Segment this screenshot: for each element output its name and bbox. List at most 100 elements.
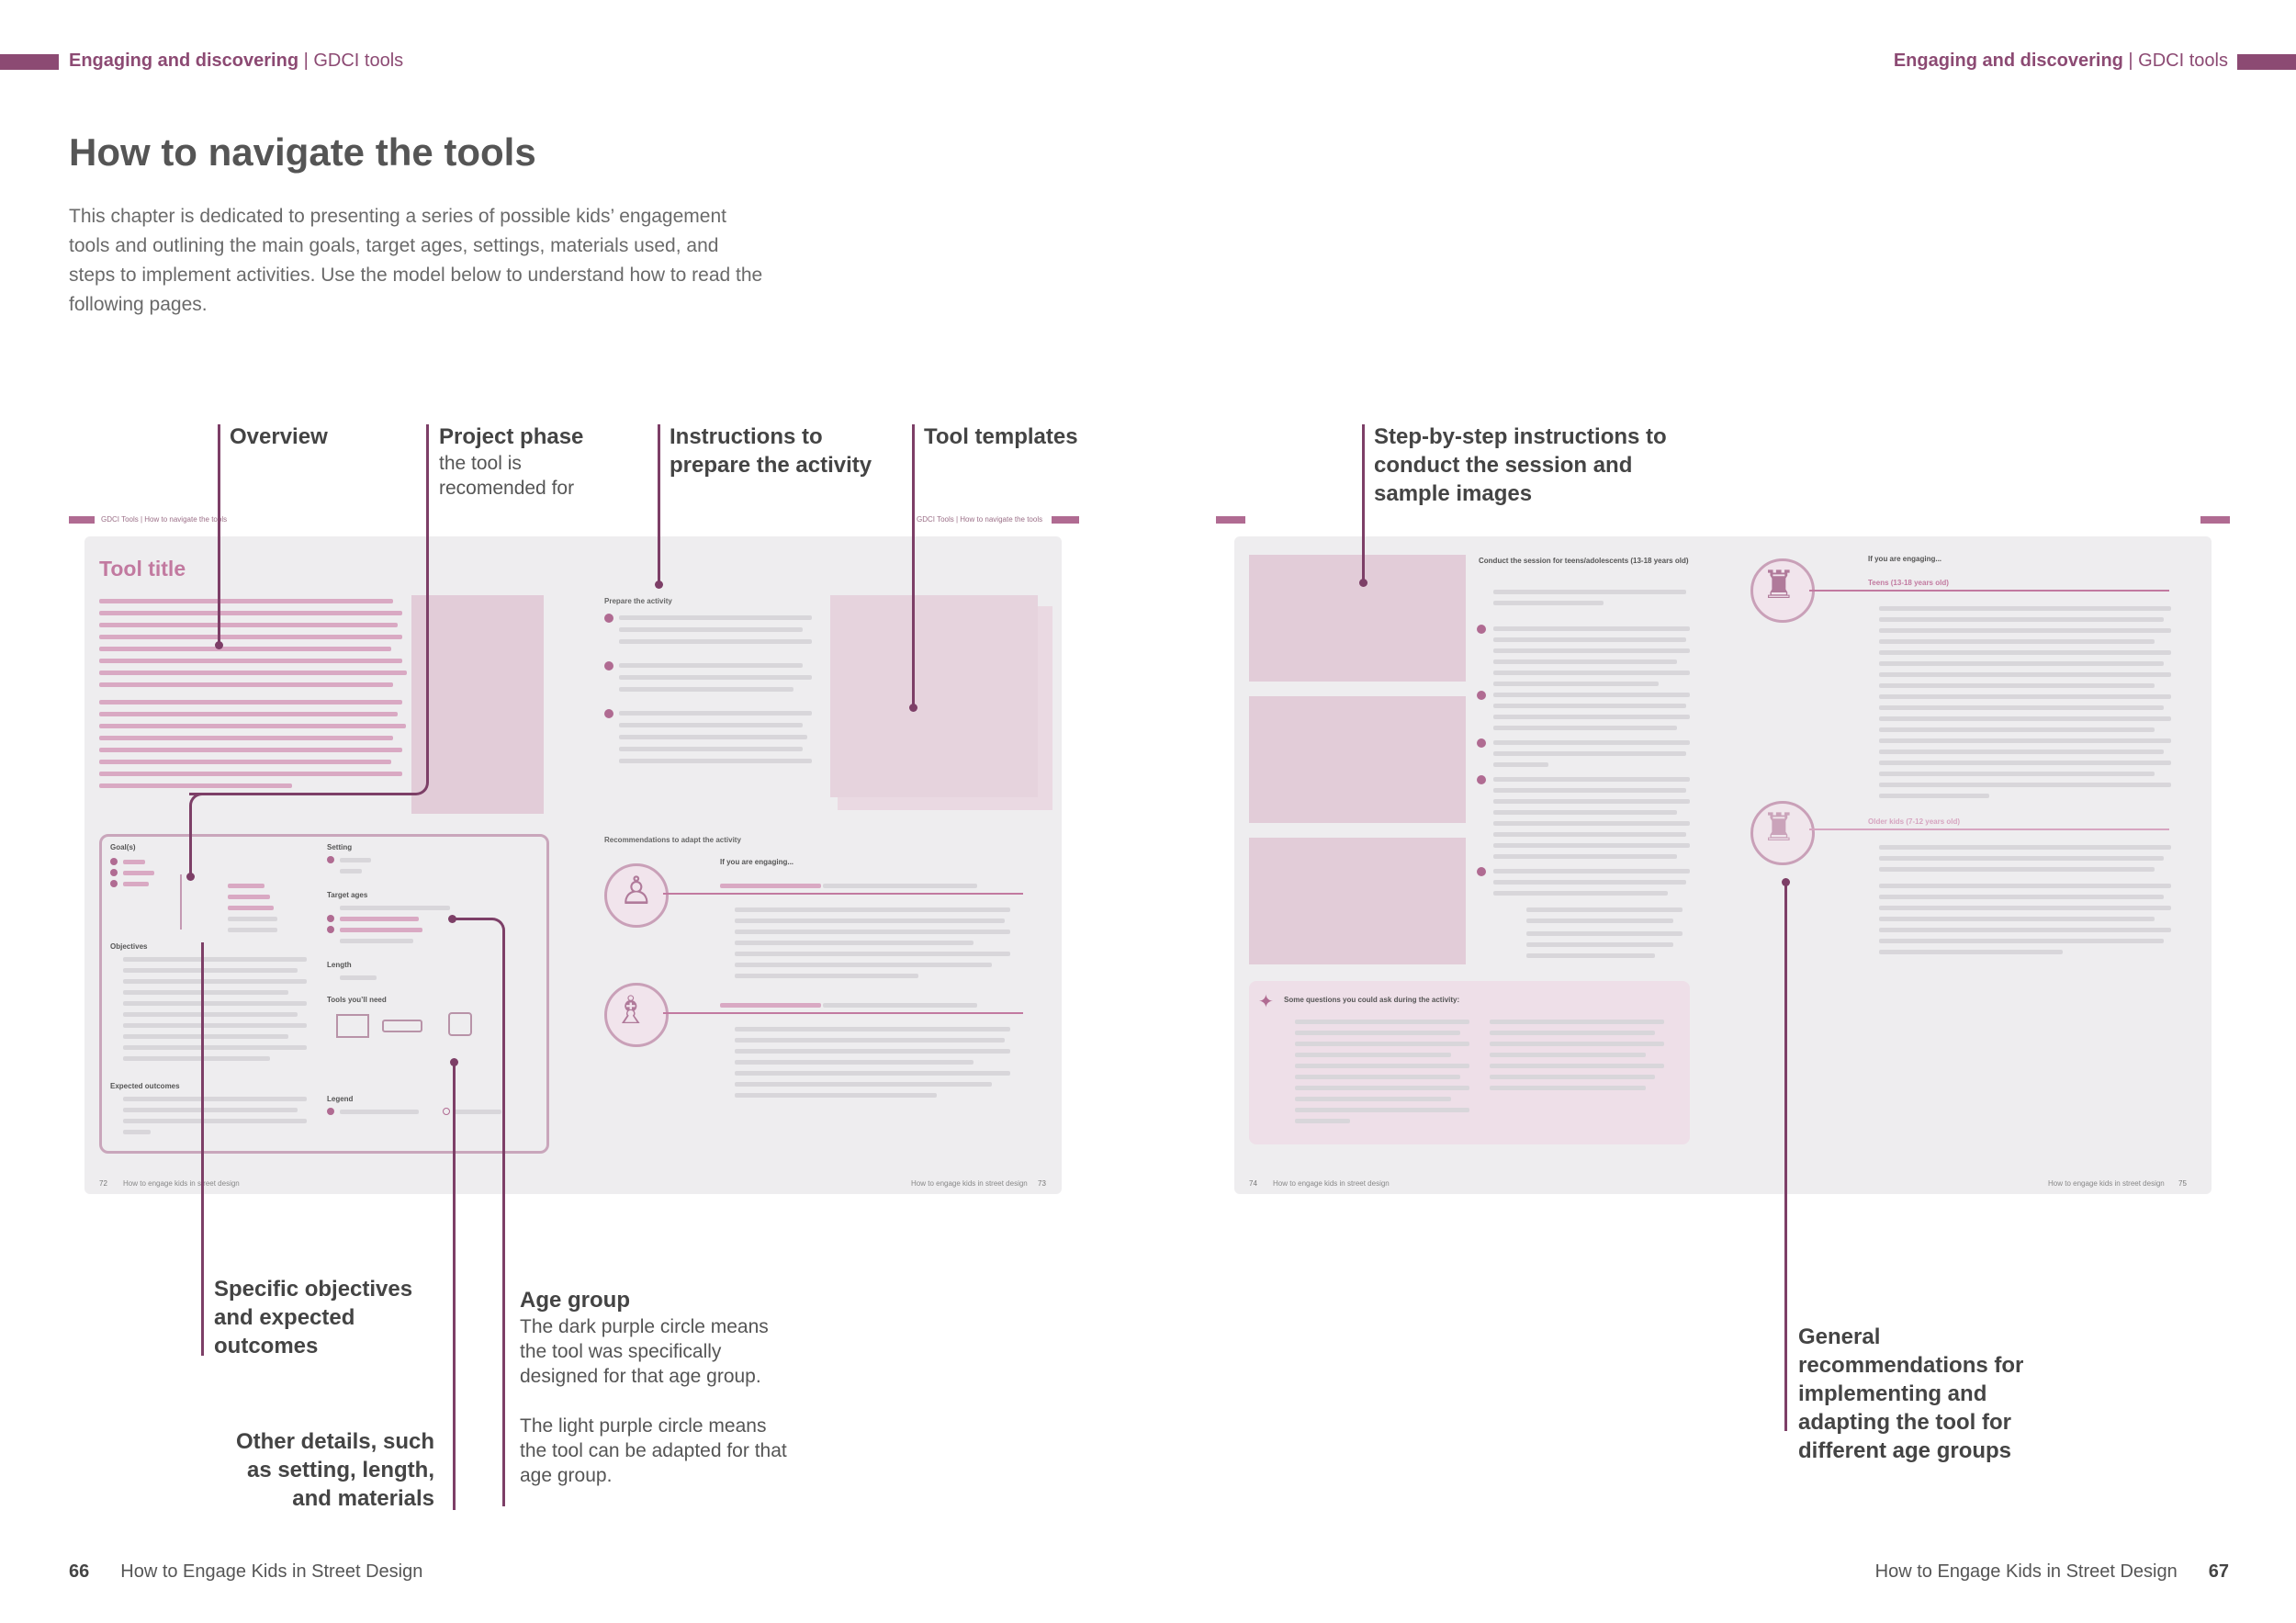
mock-objectives-label: Objectives — [110, 942, 148, 951]
mock-footer-mid-text: How to engage kids in street design — [911, 1179, 1028, 1188]
callout-instructions-prepare: Instructions to prepare the activity — [670, 423, 890, 479]
mock-sample-image-1 — [1249, 555, 1466, 682]
mock-right-header-bar-right — [2200, 516, 2230, 524]
mock-teens-label: Teens (13-18 years old) — [1868, 579, 1949, 587]
mock-length-label: Length — [327, 961, 352, 969]
page-title: How to navigate the tools — [69, 130, 536, 174]
mock-questions-box — [1249, 981, 1690, 1144]
callout-tool-templates: Tool templates — [924, 423, 1078, 451]
header-accent-bar-left — [0, 54, 59, 70]
mock-prepare-heading: Prepare the activity — [604, 597, 672, 605]
mock-questions-heading: Some questions you could ask during the … — [1284, 996, 1460, 1004]
group-figures-light-icon: ♜ — [1761, 806, 1796, 849]
callout-other-details: Other details, such as setting, length, … — [234, 1427, 434, 1513]
leader-age-group-v — [502, 935, 505, 1506]
footer-left-page-number: 66 — [69, 1561, 90, 1582]
mock-legend-label: Legend — [327, 1095, 354, 1103]
leader-instructions-dot — [655, 580, 663, 589]
mock-header-bar-right — [1052, 516, 1079, 524]
leader-templates — [912, 424, 915, 707]
mock-right-header-bar-left — [1216, 516, 1245, 524]
mock-footer-left-page: 72 — [99, 1179, 107, 1188]
family-figures-icon: ♗ — [613, 988, 648, 1031]
leader-templates-dot — [909, 704, 917, 712]
mock-older-kids-label: Older kids (7-12 years old) — [1868, 817, 1961, 826]
footer-left: 66 How to Engage Kids in Street Design — [69, 1561, 422, 1583]
callout-other-details-text: Other details, such as setting, length, … — [235, 1429, 434, 1511]
mock-age-circle-2 — [604, 983, 669, 1047]
footer-left-text: How to Engage Kids in Street Design — [120, 1561, 423, 1582]
mock-recs-heading: Recommendations to adapt the activity — [604, 836, 741, 844]
mock-footer-right-text: How to engage kids in street design — [1273, 1179, 1390, 1188]
leader-age-group-h — [452, 918, 492, 920]
mock-setting-label: Setting — [327, 843, 353, 851]
running-header-left-section: Engaging and discovering — [69, 51, 299, 71]
leader-project-phase-curve — [189, 768, 429, 795]
mock-header-bar-left — [69, 516, 95, 524]
running-header-right: Engaging and discovering | GDCI tools — [1894, 51, 2228, 72]
group-figures-icon: ♜ — [1761, 563, 1796, 606]
running-header-left: Engaging and discovering | GDCI tools — [69, 51, 403, 72]
footer-right-page-number: 67 — [2208, 1561, 2229, 1582]
leader-instructions — [658, 424, 660, 584]
leader-project-phase-drop — [189, 808, 192, 876]
callout-specific-objectives-text: Specific objectives and expected outcome… — [214, 1277, 413, 1358]
mock-footer-right2-page: 75 — [2178, 1179, 2187, 1188]
leader-overview — [218, 424, 220, 645]
mock-sample-image-3 — [1249, 838, 1466, 964]
callout-instructions-prepare-text: Instructions to prepare the activity — [670, 424, 872, 478]
callout-project-phase: Project phase the tool is recomended for — [439, 423, 604, 501]
callout-general-recs-text: General recommendations for implementing… — [1798, 1324, 2024, 1463]
callout-project-phase-sub: the tool is recomended for — [439, 453, 575, 499]
footer-right-text: How to Engage Kids in Street Design — [1874, 1561, 2178, 1582]
callout-step-by-step-text: Step-by-step instructions to conduct the… — [1374, 424, 1667, 506]
callout-age-group-light: The light purple circle means the tool c… — [520, 1415, 787, 1486]
mock-engaging-label: If you are engaging... — [720, 858, 794, 866]
mock-outcomes-label: Expected outcomes — [110, 1082, 180, 1090]
callout-project-phase-text: Project phase — [439, 424, 584, 449]
mock-tool-title: Tool title — [99, 557, 186, 580]
callout-overview: Overview — [230, 423, 328, 451]
mock-goals-label: Goal(s) — [110, 843, 136, 851]
lightbulb-icon: ✦ — [1258, 992, 1274, 1012]
callout-age-group: Age group The dark purple circle means t… — [520, 1286, 795, 1488]
callout-step-by-step: Step-by-step instructions to conduct the… — [1374, 423, 1677, 508]
callout-overview-text: Overview — [230, 424, 328, 449]
leader-project-phase — [426, 424, 429, 777]
mock-sample-image-2 — [1249, 696, 1466, 823]
intro-paragraph: This chapter is dedicated to presenting … — [69, 206, 763, 315]
mock-length-value — [340, 975, 377, 980]
mock-engaging-right-label: If you are engaging... — [1868, 555, 1942, 563]
leader-age-group-curve — [487, 918, 505, 940]
running-header-right-rest: | GDCI tools — [2122, 51, 2228, 71]
mock-target-ages-label: Target ages — [327, 891, 368, 899]
callout-specific-objectives: Specific objectives and expected outcome… — [214, 1275, 425, 1360]
leader-other-details — [453, 1062, 456, 1510]
mock-tools-label: Tools you’ll need — [327, 996, 387, 1004]
callout-general-recs: General recommendations for implementing… — [1798, 1323, 2074, 1465]
mock-older-kids-rule — [1809, 828, 2169, 830]
mock-footer-mid-page: 73 — [1038, 1179, 1046, 1188]
mock-header-right: GDCI Tools | How to navigate the tools — [917, 515, 1043, 524]
person-figures-icon: ♙ — [619, 869, 654, 912]
mock-header-left: GDCI Tools | How to navigate the tools — [101, 515, 228, 524]
leader-step-by-step-dot — [1359, 579, 1367, 587]
header-accent-bar-right — [2237, 54, 2296, 70]
mock-older-kids-circle — [1750, 801, 1815, 865]
leader-step-by-step — [1362, 424, 1365, 582]
leader-project-phase-curve2 — [189, 793, 208, 815]
callout-age-group-dark: The dark purple circle means the tool wa… — [520, 1316, 769, 1387]
running-header-right-section: Engaging and discovering — [1893, 51, 2123, 71]
leader-project-phase-dot — [186, 873, 195, 881]
mock-footer-right-page: 74 — [1249, 1179, 1257, 1188]
leader-general-recs — [1784, 882, 1787, 1431]
leader-objectives — [201, 942, 204, 1356]
callout-tool-templates-text: Tool templates — [924, 424, 1078, 449]
running-header-left-rest: | GDCI tools — [298, 51, 404, 71]
mock-goals-box — [99, 834, 549, 1154]
mock-teens-rule — [1809, 590, 2169, 592]
mock-footer-left-text: How to engage kids in street design — [123, 1179, 240, 1188]
footer-right: How to Engage Kids in Street Design 67 — [1875, 1561, 2229, 1583]
mock-conduct-heading: Conduct the session for teens/adolescent… — [1479, 557, 1689, 565]
callout-age-group-text: Age group — [520, 1288, 630, 1313]
